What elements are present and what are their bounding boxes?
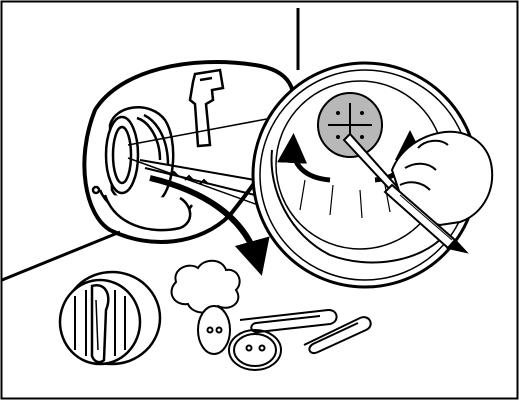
paperclip-icon xyxy=(239,308,372,354)
pen-icon xyxy=(383,183,469,254)
remove-arrow xyxy=(149,175,270,276)
magnifier-leader xyxy=(127,117,273,211)
magnified-view xyxy=(251,61,479,289)
rotate-left-arrow xyxy=(277,133,331,183)
removed-filter xyxy=(58,270,162,366)
drain-flap xyxy=(103,194,192,232)
coin-icon xyxy=(197,305,282,371)
hand-icon xyxy=(390,130,494,227)
pry-tool-icon xyxy=(188,68,225,148)
hose xyxy=(139,159,256,196)
lint-icon xyxy=(170,259,241,314)
